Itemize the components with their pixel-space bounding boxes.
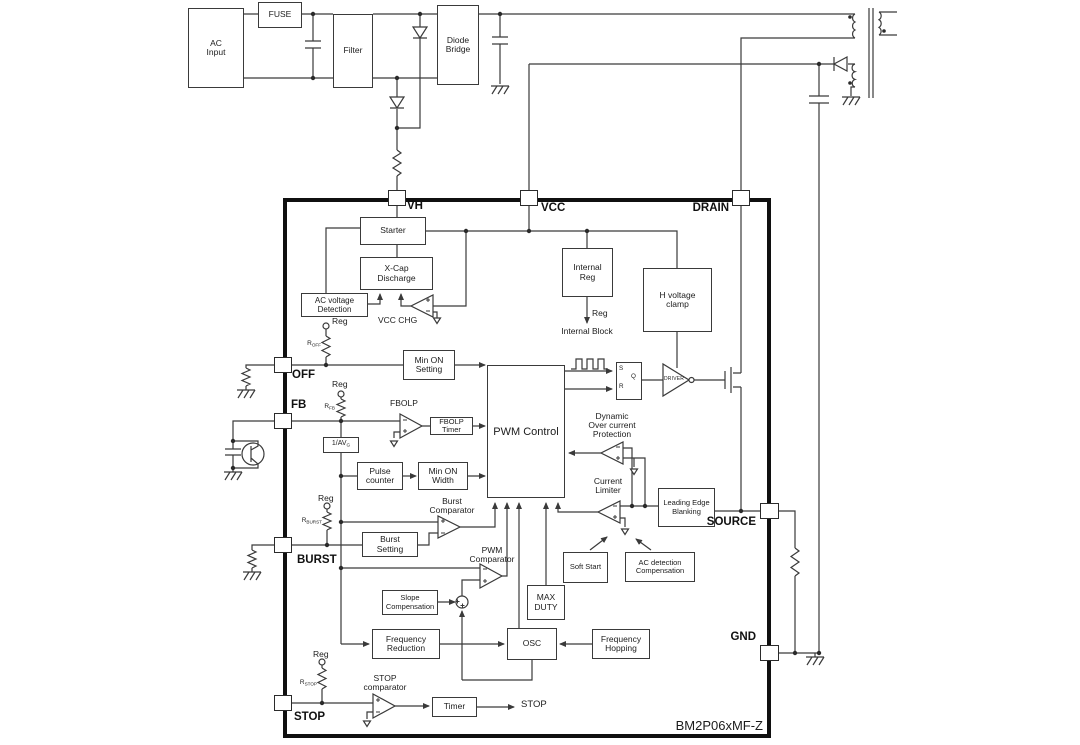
pin-stop xyxy=(274,695,292,711)
h-voltage-clamp-block: H voltage clamp xyxy=(643,268,712,332)
driver-label: DRIVER xyxy=(664,376,685,382)
pin-label-off: OFF xyxy=(292,369,315,381)
soft-start-block: Soft Start xyxy=(563,552,608,583)
off-ext-resistor xyxy=(240,367,252,387)
burst-ext-resistor xyxy=(246,549,258,569)
bulk-capacitor xyxy=(492,36,508,45)
flipflop-q-label: Q xyxy=(631,373,636,380)
pin-label-stop: STOP xyxy=(294,711,326,723)
frequency-reduction-block: Frequency Reduction xyxy=(372,629,440,659)
vcc-diode xyxy=(832,55,848,73)
vcc-capacitor xyxy=(809,95,829,104)
pin-label-source: SOURCE xyxy=(706,516,756,528)
filter-block: Filter xyxy=(333,14,373,88)
reg-label-internal: Reg xyxy=(592,308,608,318)
vh-diode-2 xyxy=(388,96,406,110)
pulse-counter-block: Pulse counter xyxy=(357,462,403,490)
reg-label-burst: Reg xyxy=(318,493,334,503)
pin-gnd xyxy=(760,645,779,661)
pin-vcc xyxy=(520,190,538,206)
pin-label-burst: BURST xyxy=(297,554,337,566)
stop-output-label: STOP xyxy=(521,699,547,710)
xcap-discharge-block: X-Cap Discharge xyxy=(360,257,433,290)
vh-resistor xyxy=(391,149,403,177)
pin-burst xyxy=(274,537,292,553)
vh-diode-1 xyxy=(411,26,429,40)
fbolp-timer-block: FBOLP Timer xyxy=(430,417,473,435)
current-limiter-label: Current Limiter xyxy=(593,476,623,495)
osc-block: OSC xyxy=(507,628,557,660)
fbolp-label: FBOLP xyxy=(390,398,418,408)
stop-comparator-label: STOP comparator xyxy=(363,673,407,692)
pin-source xyxy=(760,503,779,519)
slope-compensation-block: Slope Compensation xyxy=(382,590,438,615)
internal-block-label: Internal Block xyxy=(561,326,613,336)
pin-drain xyxy=(732,190,750,206)
gain-block: 1/AVG xyxy=(323,437,359,453)
ac-detection-compensation-block: AC detection Compensation xyxy=(625,552,695,582)
diode-bridge-block: Diode Bridge xyxy=(437,5,479,85)
r-burst-label: RBURST xyxy=(301,517,322,525)
pin-label-vh: VH xyxy=(407,200,423,212)
ac-input-block: AC Input xyxy=(188,8,244,88)
x-capacitor xyxy=(305,40,321,49)
pwm-comparator-label: PWM Comparator xyxy=(469,545,515,564)
flipflop-s-label: S xyxy=(619,365,624,372)
min-on-width-block: Min ON Width xyxy=(418,462,468,490)
part-number: BM2P06xMF-Z xyxy=(675,718,763,733)
starter-block: Starter xyxy=(360,217,426,245)
transformer xyxy=(740,8,897,190)
pin-vh xyxy=(388,190,406,206)
dynamic-ocp-label: Dynamic Over current Protection xyxy=(588,411,636,439)
pwm-control-block: PWM Control xyxy=(487,365,565,498)
reg-label-stop: Reg xyxy=(313,649,329,659)
r-fb-label: RFB xyxy=(324,403,335,411)
vcc-chg-label: VCC CHG xyxy=(378,315,418,325)
timer-block: Timer xyxy=(432,697,477,717)
max-duty-block: MAX DUTY xyxy=(527,585,565,620)
flipflop-r-label: R xyxy=(619,383,624,390)
min-on-setting-block: Min ON Setting xyxy=(403,350,455,380)
pin-fb xyxy=(274,413,292,429)
fuse-block: FUSE xyxy=(258,2,302,28)
ac-voltage-detection-block: AC voltage Detection xyxy=(301,293,368,317)
burst-comparator-label: Burst Comparator xyxy=(429,496,475,515)
photocoupler xyxy=(241,442,265,466)
r-off-label: ROFF xyxy=(307,340,321,348)
pin-label-drain: DRAIN xyxy=(692,202,729,214)
reg-label-off: Reg xyxy=(332,316,348,326)
pin-label-fb: FB xyxy=(291,399,307,411)
pin-off xyxy=(274,357,292,373)
gain-label: 1/AVG xyxy=(331,440,351,448)
r-stop-label: RSTOP xyxy=(299,679,317,687)
internal-reg-block: Internal Reg xyxy=(562,248,613,297)
frequency-hopping-block: Frequency Hopping xyxy=(592,629,650,659)
pin-label-gnd: GND xyxy=(730,631,756,643)
source-ext-resistor xyxy=(789,547,801,577)
reg-label-fb: Reg xyxy=(332,379,348,389)
fb-capacitor xyxy=(225,448,241,456)
pin-label-vcc: VCC xyxy=(541,202,566,214)
burst-setting-block: Burst Setting xyxy=(362,532,418,557)
